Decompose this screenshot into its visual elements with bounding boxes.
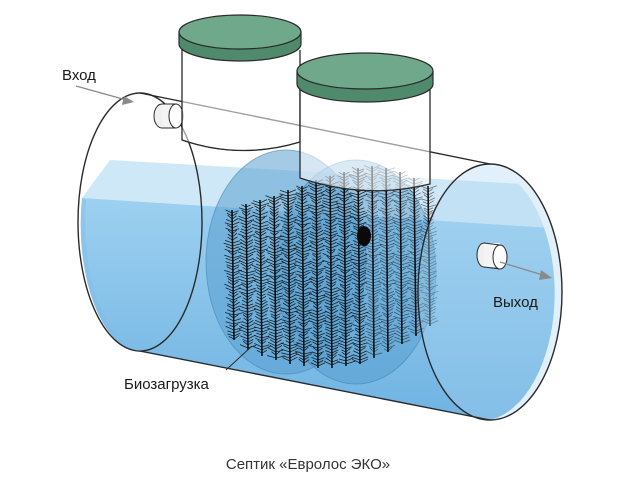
fiber-strand	[335, 171, 356, 367]
fiber-strand	[223, 209, 243, 341]
inlet-label: Вход	[62, 67, 96, 84]
fiber-strand	[251, 199, 271, 357]
lid-left	[178, 14, 302, 62]
bio-load-fibers	[223, 165, 439, 369]
fiber-strand	[279, 189, 299, 365]
baffle-hole	[357, 226, 371, 246]
riser-right	[299, 88, 431, 192]
outlet-arrow	[499, 261, 552, 280]
inlet-arrow	[75, 85, 134, 105]
outlet-label: Выход	[493, 294, 538, 311]
bio-load-label: Биозагрузка	[124, 376, 210, 393]
fiber-strand	[265, 194, 285, 361]
fiber-strand	[419, 184, 439, 327]
riser-left	[181, 48, 301, 152]
caption: Септик «Евролос ЭКО»	[226, 456, 390, 473]
bio-load-leader	[225, 345, 253, 371]
lid-right	[296, 52, 434, 103]
fiber-strand	[293, 185, 313, 367]
fiber-strand	[237, 203, 257, 351]
inlet-pipe-icon	[153, 103, 184, 129]
outlet-pipe-icon	[476, 242, 508, 270]
